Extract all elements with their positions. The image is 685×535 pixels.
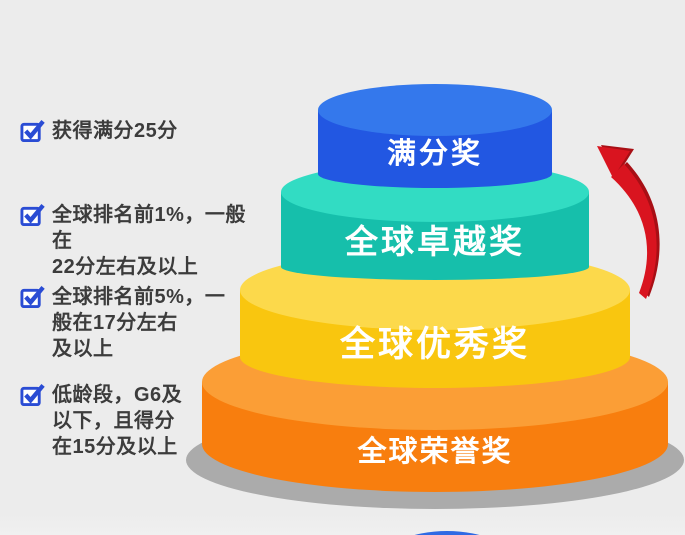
arrow-head — [597, 146, 630, 178]
checkbox-checkmark — [24, 285, 45, 306]
tier2-label: 全球卓越奖 — [344, 223, 525, 260]
checklist-item-label: 全球排名前1%，一般在 22分左右及以上 — [52, 204, 246, 278]
arrow-shaft-shade — [614, 162, 660, 297]
checklist-item-top-1-percent: 全球排名前1%，一般在 22分左右及以上 — [20, 202, 250, 280]
checkbox-checked-icon — [20, 383, 45, 407]
checklist-item-label: 全球排名前5%，一 般在17分左右 及以上 — [52, 286, 226, 360]
checklist-item-full-score: 获得满分25分 — [20, 118, 250, 144]
checkbox-checkmark — [24, 119, 45, 140]
checklist-item-label: 获得满分25分 — [52, 120, 178, 142]
checkbox-checkmark — [24, 203, 45, 224]
bottom-cut-ellipse — [414, 531, 480, 535]
tier3-label: 全球优秀奖 — [339, 324, 530, 364]
tier1-top — [318, 84, 552, 136]
tier1-label: 满分奖 — [387, 136, 483, 170]
arrow-shaft — [611, 164, 657, 299]
checkbox-checkmark — [24, 383, 45, 404]
checkbox-checked-icon — [20, 203, 45, 227]
checkbox-checked-icon — [20, 285, 45, 309]
tier-full-score-award — [318, 84, 552, 188]
checklist-item-young-age: 低龄段，G6及 以下，且得分 在15分及以上 — [20, 382, 250, 460]
checklist-item-label: 低龄段，G6及 以下，且得分 在15分及以上 — [52, 384, 183, 458]
upward-arrow-icon — [597, 145, 660, 299]
checklist-item-top-5-percent: 全球排名前5%，一 般在17分左右 及以上 — [20, 284, 250, 362]
tier4-label: 全球荣誉奖 — [356, 434, 512, 468]
checkbox-checked-icon — [20, 119, 45, 143]
